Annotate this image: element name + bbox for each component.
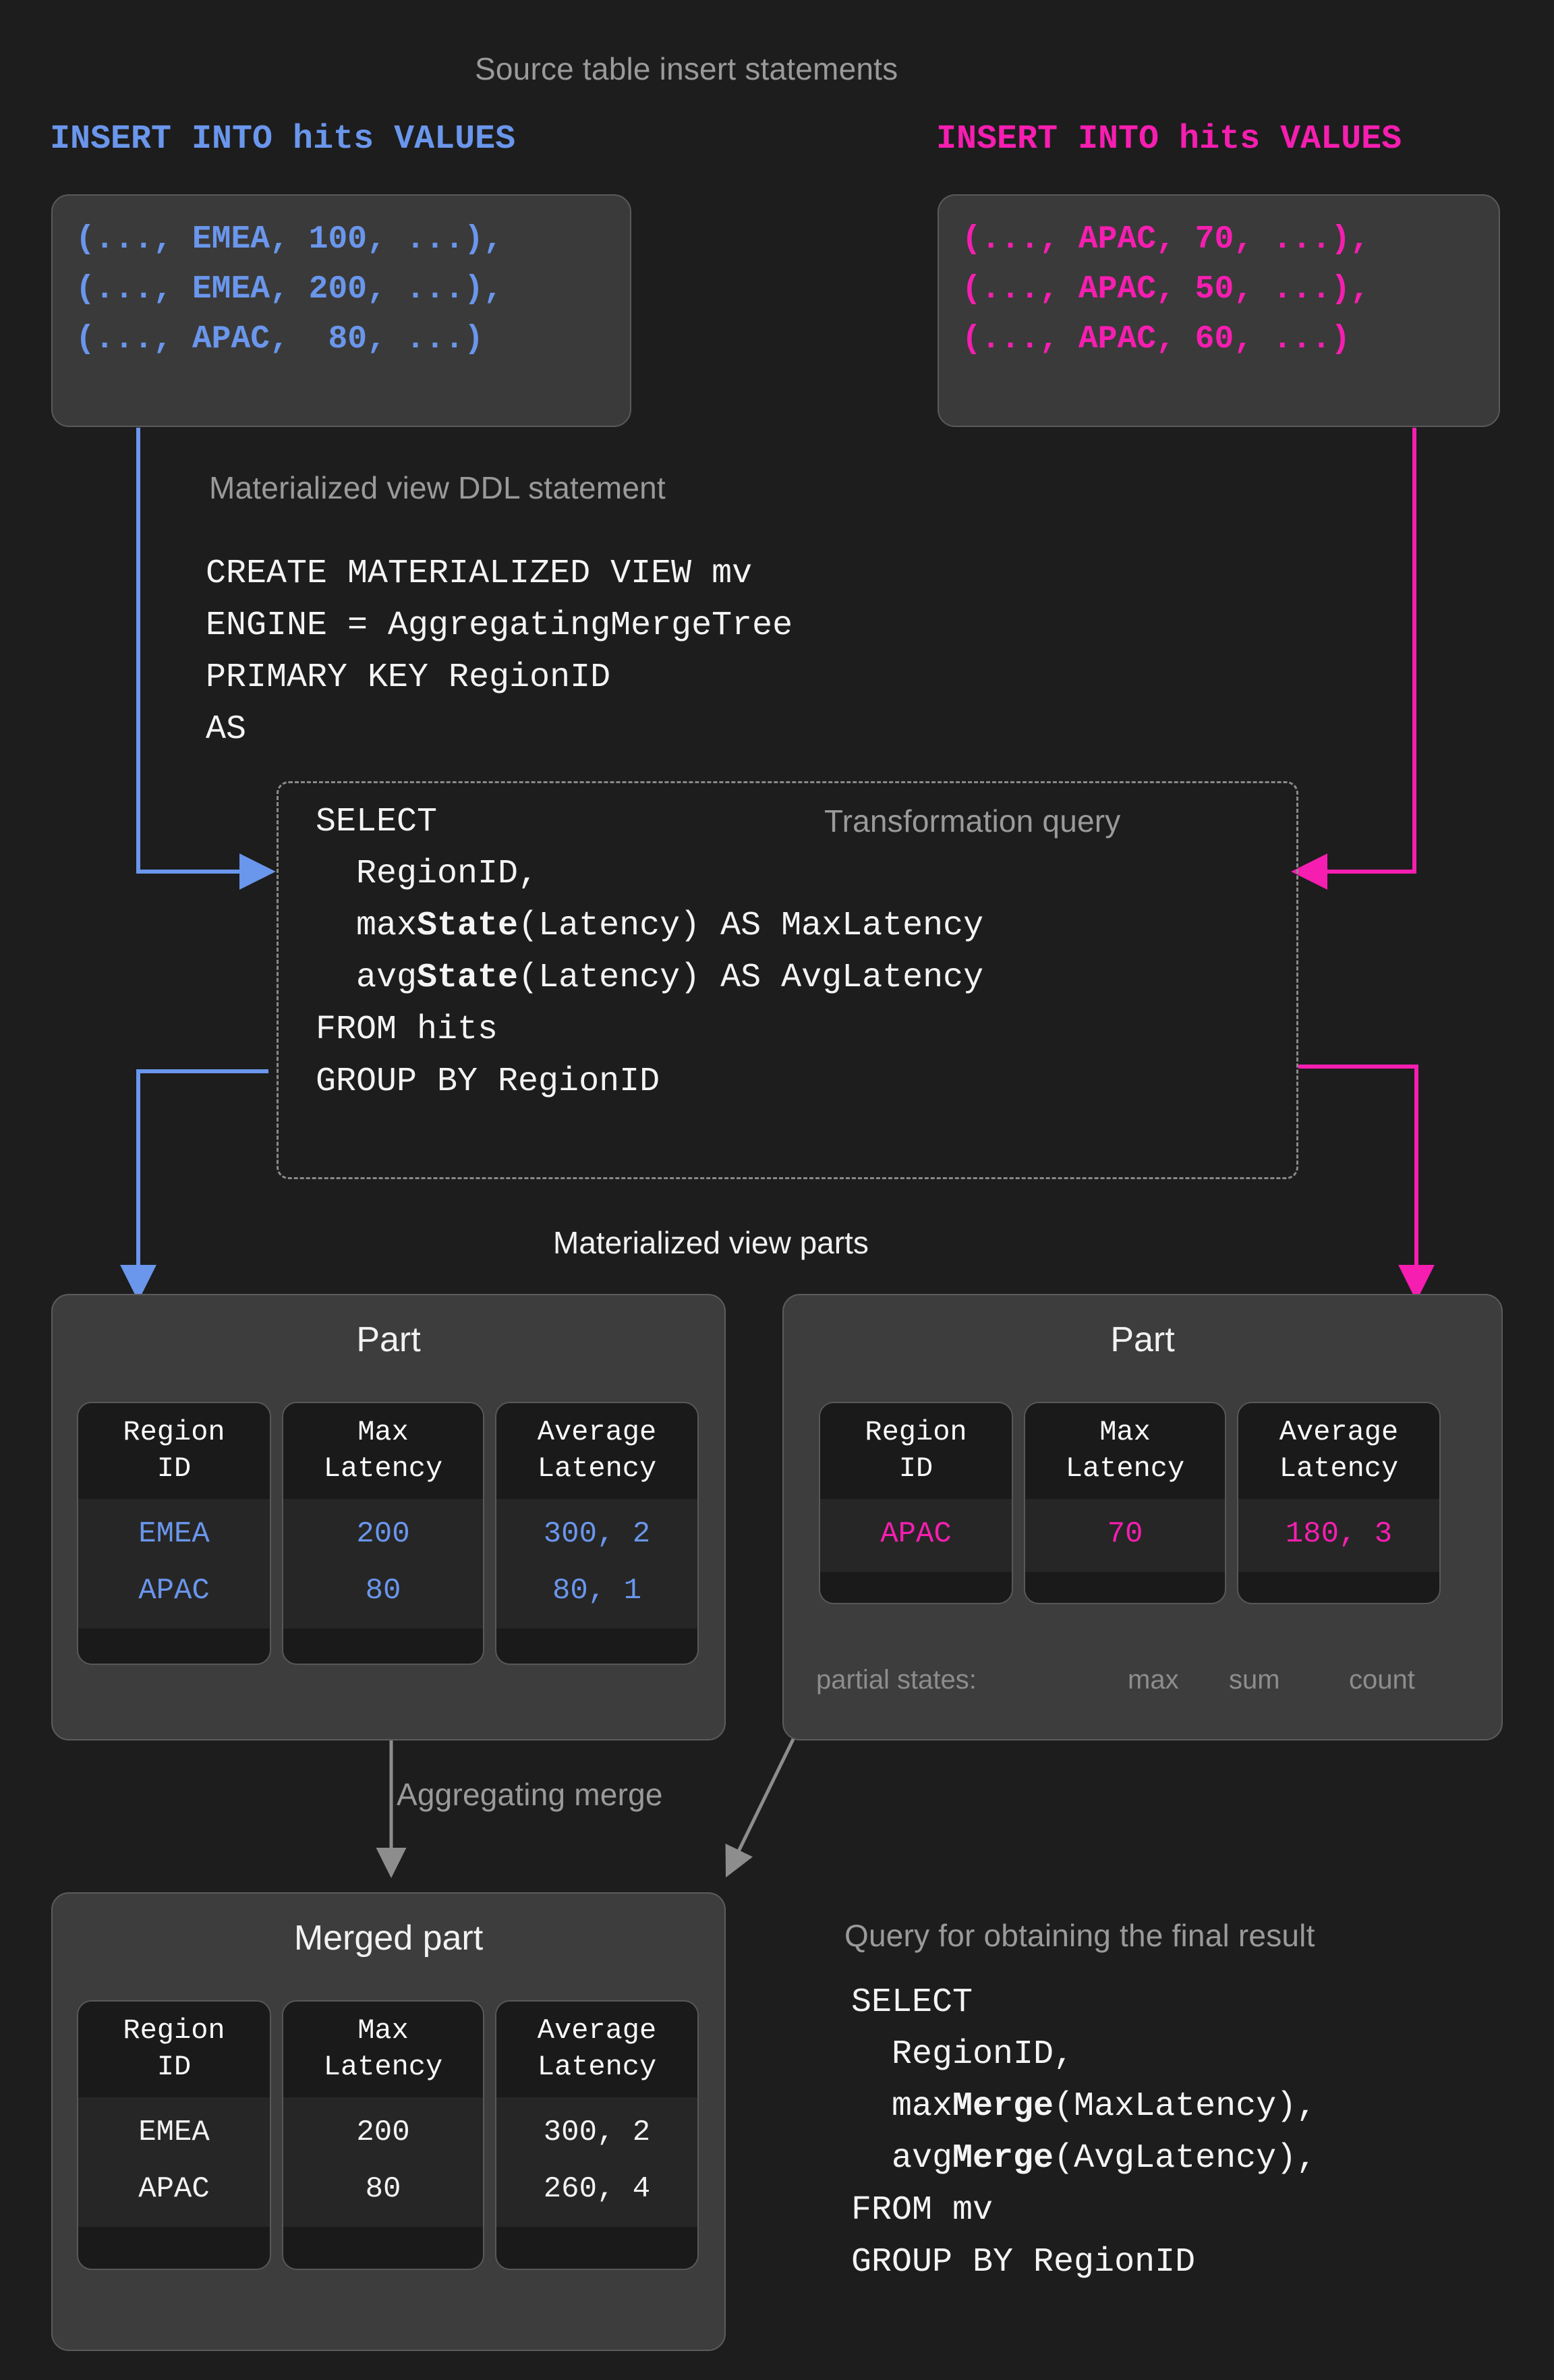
partial-state-count: count bbox=[1349, 1665, 1415, 1695]
column-header-region-id: Region ID bbox=[78, 1403, 270, 1499]
tq-line-2: RegionID, bbox=[316, 855, 539, 893]
part-left-max-row-2: 80 bbox=[365, 1574, 401, 1608]
tq-line-4: avgState(Latency) AS AvgLatency bbox=[316, 959, 984, 997]
transformation-query-block: SELECT RegionID, maxState(Latency) AS Ma… bbox=[316, 796, 983, 1108]
left-insert-card: (..., EMEA, 100, ...), (..., EMEA, 200, … bbox=[51, 194, 631, 427]
merged-col-region-id: Region ID EMEA APAC bbox=[77, 2000, 271, 2270]
merged-max-row-1: 200 bbox=[356, 2116, 410, 2149]
part-right-max-row-1: 70 bbox=[1107, 1517, 1143, 1551]
left-insert-header: INSERT INTO hits VALUES bbox=[50, 120, 516, 159]
merged-col-average-latency: Average Latency 300, 2 260, 4 bbox=[495, 2000, 699, 2270]
right-insert-card: (..., APAC, 70, ...), (..., APAC, 50, ..… bbox=[938, 194, 1500, 427]
right-insert-line-3: (..., APAC, 60, ...) bbox=[962, 321, 1351, 358]
fq-line-1: SELECT bbox=[851, 1983, 973, 2022]
left-insert-line-1: (..., EMEA, 100, ...), bbox=[76, 221, 503, 258]
merged-max-row-2: 80 bbox=[365, 2172, 401, 2206]
column-header-region-id: Region ID bbox=[820, 1403, 1012, 1499]
mv-parts-caption: Materialized view parts bbox=[553, 1225, 869, 1260]
right-insert-line-2: (..., APAC, 50, ...), bbox=[962, 271, 1370, 308]
tq-line-3: maxState(Latency) AS MaxLatency bbox=[316, 907, 984, 945]
part-right-region-row-1: APAC bbox=[880, 1517, 952, 1551]
ddl-line-1: CREATE MATERIALIZED VIEW mv bbox=[206, 555, 753, 593]
column-header-max-latency: Max Latency bbox=[1025, 1403, 1225, 1499]
connector-query-to-right-part bbox=[1298, 1065, 1435, 1301]
tq-line-1: SELECT bbox=[316, 803, 438, 841]
partial-states-label: partial states: bbox=[816, 1665, 977, 1695]
column-header-average-latency: Average Latency bbox=[496, 2002, 697, 2097]
ddl-line-4: AS bbox=[206, 710, 247, 749]
part-left-avg-row-1: 300, 2 bbox=[543, 1517, 651, 1551]
fq-line-5: FROM mv bbox=[851, 2191, 994, 2230]
merged-avg-row-2: 260, 4 bbox=[543, 2172, 651, 2206]
part-left-col-region-id: Region ID EMEA APAC bbox=[77, 1402, 271, 1665]
part-panel-left: Part Region ID EMEA APAC Max Latency 200… bbox=[51, 1294, 726, 1740]
ddl-line-2: ENGINE = AggregatingMergeTree bbox=[206, 606, 793, 645]
left-insert-line-2: (..., EMEA, 200, ...), bbox=[76, 271, 503, 308]
merged-region-row-2: APAC bbox=[138, 2172, 210, 2206]
connector-right-part-to-merged bbox=[725, 1732, 798, 1878]
part-right-title: Part bbox=[1110, 1320, 1175, 1359]
connector-query-to-left-part bbox=[120, 1069, 268, 1301]
part-left-region-row-1: EMEA bbox=[138, 1517, 210, 1551]
left-insert-line-3: (..., APAC, 80, ...) bbox=[76, 321, 484, 358]
column-header-region-id: Region ID bbox=[78, 2002, 270, 2097]
column-header-average-latency: Average Latency bbox=[1238, 1403, 1439, 1499]
part-left-title: Part bbox=[356, 1320, 421, 1359]
merged-avg-row-1: 300, 2 bbox=[543, 2116, 651, 2149]
part-right-col-max-latency: Max Latency 70 bbox=[1024, 1402, 1226, 1604]
fq-line-4: avgMerge(AvgLatency), bbox=[851, 2139, 1317, 2178]
part-right-avg-row-1: 180, 3 bbox=[1285, 1517, 1393, 1551]
column-header-max-latency: Max Latency bbox=[283, 2002, 483, 2097]
fq-line-2: RegionID, bbox=[851, 2035, 1074, 2074]
part-right-col-average-latency: Average Latency 180, 3 bbox=[1237, 1402, 1441, 1604]
column-header-max-latency: Max Latency bbox=[283, 1403, 483, 1499]
fq-line-6: GROUP BY RegionID bbox=[851, 2243, 1196, 2282]
part-right-col-region-id: Region ID APAC bbox=[819, 1402, 1013, 1604]
tq-line-6: GROUP BY RegionID bbox=[316, 1062, 660, 1101]
ddl-line-3: PRIMARY KEY RegionID bbox=[206, 658, 611, 697]
final-query-caption: Query for obtaining the final result bbox=[844, 1918, 1315, 1953]
right-insert-line-1: (..., APAC, 70, ...), bbox=[962, 221, 1370, 258]
merged-part-title: Merged part bbox=[293, 1919, 484, 1958]
right-insert-header: INSERT INTO hits VALUES bbox=[936, 120, 1402, 159]
part-left-region-row-2: APAC bbox=[138, 1574, 210, 1608]
column-header-average-latency: Average Latency bbox=[496, 1403, 697, 1499]
mv-ddl-block: CREATE MATERIALIZED VIEW mv ENGINE = Agg… bbox=[206, 548, 793, 756]
fq-line-3: maxMerge(MaxLatency), bbox=[851, 2087, 1317, 2126]
part-panel-right: Part Region ID APAC Max Latency 70 Avera… bbox=[782, 1294, 1503, 1740]
merged-col-max-latency: Max Latency 200 80 bbox=[282, 2000, 484, 2270]
part-left-col-max-latency: Max Latency 200 80 bbox=[282, 1402, 484, 1665]
transformation-query-box bbox=[277, 781, 1298, 1179]
partial-state-sum: sum bbox=[1229, 1665, 1280, 1695]
source-inserts-caption: Source table insert statements bbox=[475, 51, 898, 86]
part-panel-merged: Merged part Region ID EMEA APAC Max Late… bbox=[51, 1892, 726, 2351]
merged-region-row-1: EMEA bbox=[138, 2116, 210, 2149]
transformation-query-caption: Transformation query bbox=[824, 803, 1121, 839]
tq-line-5: FROM hits bbox=[316, 1011, 498, 1049]
part-left-avg-row-2: 80, 1 bbox=[552, 1574, 642, 1608]
mv-ddl-caption: Materialized view DDL statement bbox=[209, 470, 666, 505]
connector-right-insert-to-query bbox=[1291, 428, 1416, 890]
part-left-col-average-latency: Average Latency 300, 2 80, 1 bbox=[495, 1402, 699, 1665]
aggregating-merge-caption: Aggregating merge bbox=[397, 1777, 663, 1812]
final-query-block: SELECT RegionID, maxMerge(MaxLatency), a… bbox=[851, 1977, 1317, 2288]
partial-state-max: max bbox=[1128, 1665, 1179, 1695]
part-left-max-row-1: 200 bbox=[356, 1517, 410, 1551]
